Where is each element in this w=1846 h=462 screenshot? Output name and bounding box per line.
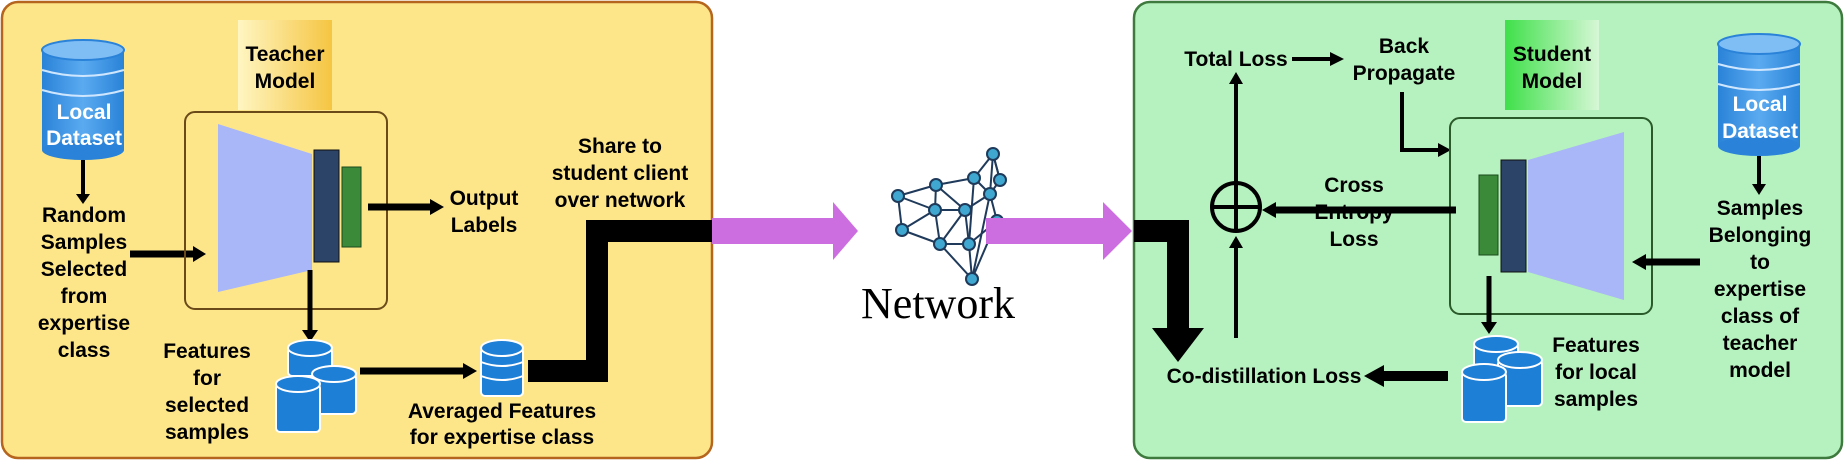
arrow-teacher-to-network	[712, 202, 858, 260]
student-dataset-label-1: Local	[1733, 93, 1788, 116]
arrowhead	[76, 194, 90, 204]
sum-operator-icon	[1210, 181, 1262, 233]
svg-text:Features: Features	[163, 340, 251, 363]
svg-text:expertise: expertise	[38, 312, 130, 335]
arrowhead	[1364, 365, 1384, 387]
averaged-features-1: Averaged Features	[408, 400, 596, 423]
samples-belonging-text: Samples Belonging to expertise class of …	[1709, 197, 1812, 382]
teacher-features-database-icon	[275, 339, 357, 433]
svg-text:Loss: Loss	[1329, 228, 1378, 251]
svg-text:Share to: Share to	[578, 135, 662, 158]
teacher-green-bar	[341, 166, 362, 248]
output-labels-1: Output	[450, 187, 519, 210]
thick-path-to-network	[528, 220, 712, 382]
svg-text:Cross: Cross	[1324, 174, 1384, 197]
arrowhead	[1330, 52, 1344, 66]
svg-text:Random: Random	[42, 204, 126, 227]
arrowhead	[1438, 143, 1451, 157]
thick-path-into-student	[1134, 220, 1189, 330]
teacher-dataset-label-2: Dataset	[46, 127, 122, 150]
random-samples-text: Random Samples Selected from expertise c…	[38, 204, 130, 362]
features-local-text: Features for local samples	[1552, 334, 1640, 411]
student-model-box	[1449, 117, 1653, 315]
teacher-trapezoid	[218, 124, 312, 292]
svg-text:student client: student client	[552, 162, 689, 185]
student-dataset-label-2: Dataset	[1722, 120, 1798, 143]
svg-text:Features: Features	[1552, 334, 1640, 357]
network-graph-icon	[897, 153, 1001, 280]
student-model-label-1: Student	[1513, 43, 1591, 66]
svg-text:for local: for local	[1555, 361, 1637, 384]
svg-text:to: to	[1750, 251, 1770, 274]
back-propagate-2: Propagate	[1353, 62, 1456, 85]
arrowhead	[1262, 202, 1276, 218]
svg-text:selected: selected	[165, 394, 249, 417]
student-model-label-2: Model	[1522, 70, 1583, 93]
svg-text:for: for	[193, 367, 221, 390]
arrowhead	[430, 199, 444, 215]
teacher-model-label-2: Model	[255, 70, 316, 93]
teacher-dark-bar	[313, 149, 340, 263]
back-propagate-1: Back	[1379, 35, 1430, 58]
network-label: Network	[861, 279, 1015, 328]
student-green-bar	[1478, 174, 1499, 256]
svg-text:samples: samples	[165, 421, 249, 444]
network-nodes	[891, 147, 1007, 286]
svg-text:teacher: teacher	[1723, 332, 1798, 355]
features-selected-text: Features for selected samples	[163, 340, 251, 444]
teacher-dataset-label-1: Local	[57, 101, 112, 124]
arrow-backprop-to-model	[1400, 92, 1440, 152]
svg-text:model: model	[1729, 359, 1791, 382]
student-local-dataset-icon	[1717, 33, 1801, 156]
svg-text:Samples: Samples	[1717, 197, 1803, 220]
svg-text:expertise: expertise	[1714, 278, 1806, 301]
cross-entropy-text: Cross Entropy Loss	[1314, 174, 1394, 251]
share-text: Share to student client over network	[552, 135, 689, 212]
codistillation-loss-label: Co-distillation Loss	[1167, 365, 1362, 388]
svg-text:Selected: Selected	[41, 258, 127, 281]
svg-text:over network: over network	[555, 189, 686, 212]
svg-text:Samples: Samples	[41, 231, 127, 254]
arrowhead	[1752, 184, 1766, 195]
student-features-database-icon	[1461, 335, 1543, 423]
student-trapezoid	[1528, 132, 1624, 300]
svg-text:samples: samples	[1554, 388, 1638, 411]
averaged-features-database-icon	[480, 339, 524, 397]
arrowhead	[1229, 236, 1243, 248]
arrowhead	[1481, 322, 1497, 334]
arrow-network-to-student	[986, 202, 1132, 260]
averaged-features-2: for expertise class	[410, 426, 594, 449]
output-labels-2: Labels	[451, 214, 518, 237]
teacher-model-label-bg	[238, 20, 332, 110]
student-dark-bar	[1500, 159, 1527, 273]
total-loss-label: Total Loss	[1184, 48, 1287, 71]
svg-text:class: class	[58, 339, 111, 362]
arrowhead	[1229, 72, 1243, 84]
svg-text:class of: class of	[1721, 305, 1800, 328]
arrowhead	[463, 363, 477, 379]
arrowhead-large	[1152, 328, 1204, 362]
svg-text:Entropy: Entropy	[1314, 201, 1394, 224]
arrowhead	[1632, 254, 1646, 270]
teacher-model-label-1: Teacher	[246, 43, 325, 66]
arrowhead	[193, 246, 206, 262]
student-model-label-bg	[1505, 20, 1599, 110]
arrowhead	[302, 330, 318, 342]
teacher-local-dataset-icon	[41, 39, 125, 160]
svg-text:Belonging: Belonging	[1709, 224, 1812, 247]
svg-text:from: from	[61, 285, 108, 308]
